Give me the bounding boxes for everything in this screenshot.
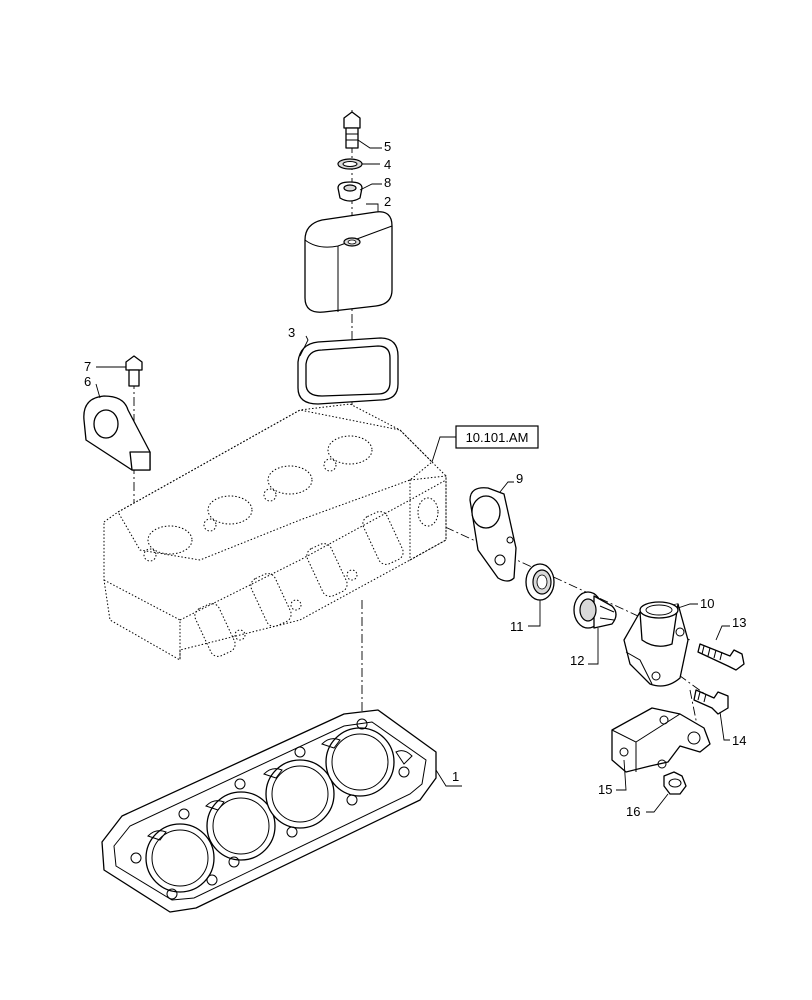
part-9-housing-gasket[interactable] <box>469 487 517 582</box>
callout-9[interactable]: 9 <box>516 471 523 486</box>
callout-3[interactable]: 3 <box>288 325 295 340</box>
callout-5[interactable]: 5 <box>384 139 391 154</box>
callout-7[interactable]: 7 <box>84 359 91 374</box>
cylinder-head <box>103 403 447 661</box>
part-5-bolt[interactable] <box>343 111 361 149</box>
callouts: 1 2 3 4 5 6 7 8 9 10 11 12 13 <box>84 139 746 819</box>
callout-12[interactable]: 12 <box>570 653 584 668</box>
callout-10[interactable]: 10 <box>700 596 714 611</box>
part-2-valve-cover[interactable] <box>304 211 393 313</box>
part-12-thermostat[interactable] <box>573 591 617 629</box>
part-4-o-ring[interactable] <box>337 158 363 170</box>
callout-15[interactable]: 15 <box>598 782 612 797</box>
part-13-bolt[interactable] <box>697 643 745 671</box>
callout-14[interactable]: 14 <box>732 733 746 748</box>
callout-2[interactable]: 2 <box>384 194 391 209</box>
reference-label: 10.101.AM <box>466 430 529 445</box>
part-15-bracket[interactable] <box>611 707 711 773</box>
callout-4[interactable]: 4 <box>384 157 391 172</box>
part-11-seal[interactable] <box>525 563 555 601</box>
part-8-grommet[interactable] <box>337 181 363 202</box>
callout-6[interactable]: 6 <box>84 374 91 389</box>
part-6-lifting-eye[interactable] <box>83 395 151 471</box>
part-10-thermostat-housing[interactable] <box>623 601 689 687</box>
part-1-head-gasket[interactable] <box>101 709 437 913</box>
part-3-cover-gasket[interactable] <box>297 337 399 405</box>
callout-1[interactable]: 1 <box>452 769 459 784</box>
callout-13[interactable]: 13 <box>732 615 746 630</box>
part-7-bolt[interactable] <box>125 355 143 387</box>
callout-16[interactable]: 16 <box>626 804 640 819</box>
part-16-bolt[interactable] <box>663 771 687 795</box>
part-14-bolt[interactable] <box>693 689 729 715</box>
callout-11[interactable]: 11 <box>510 619 524 634</box>
callout-8[interactable]: 8 <box>384 175 391 190</box>
reference-box[interactable]: 10.101.AM <box>431 425 539 463</box>
